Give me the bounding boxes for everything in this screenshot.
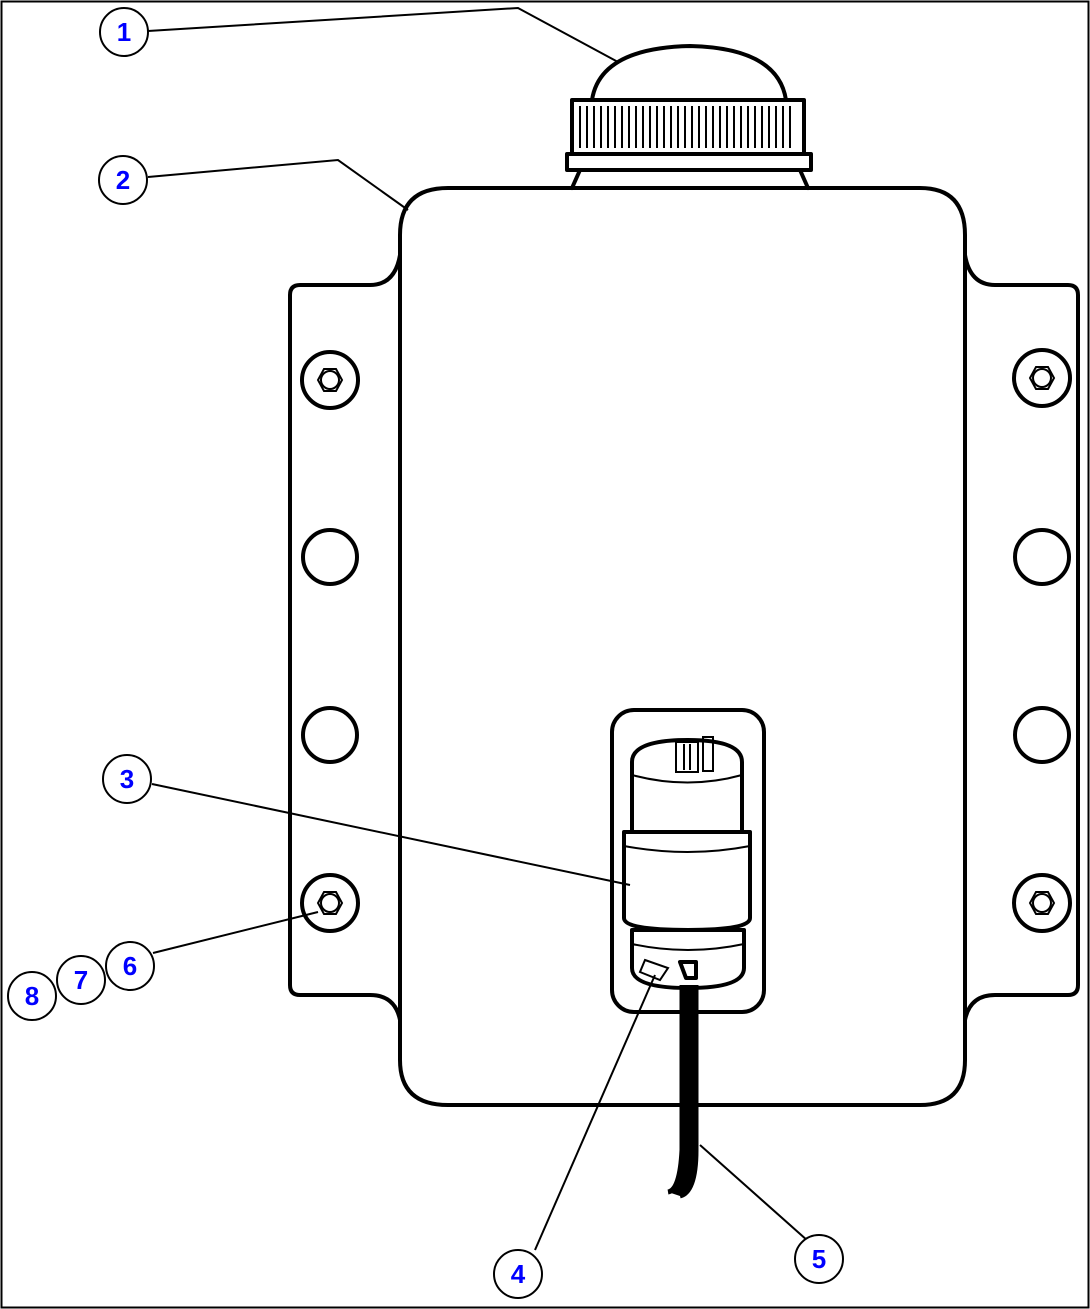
callout-3-label: 3: [120, 764, 134, 794]
bolt-right-top: [1012, 348, 1072, 408]
leader-4: [534, 974, 656, 1251]
callout-1: 1: [99, 7, 149, 57]
callout-7-label: 7: [74, 965, 88, 995]
callout-2: 2: [98, 155, 148, 205]
callout-5-label: 5: [812, 1244, 826, 1274]
hose-fitting: [678, 960, 698, 980]
reservoir-tank: [398, 186, 967, 1107]
washer-pump: [622, 736, 752, 990]
callout-4: 4: [493, 1249, 543, 1299]
mounting-flange: [288, 253, 402, 1022]
bolt-left-top: [300, 350, 360, 410]
mounting-flange-right: [963, 253, 1080, 1022]
callout-6: 6: [105, 941, 155, 991]
pump-clip: [638, 958, 670, 982]
leader-5: [699, 1144, 809, 1242]
callout-6-label: 6: [123, 951, 137, 981]
supply-hose-fill: [668, 985, 696, 1196]
leader-1: [147, 6, 619, 63]
callout-7: 7: [56, 955, 106, 1005]
callout-8-label: 8: [25, 981, 39, 1011]
callout-2-label: 2: [116, 165, 130, 195]
cap-ridges: [579, 106, 791, 148]
callout-3: 3: [102, 754, 152, 804]
mount-hole-right-2: [1013, 706, 1071, 764]
cap-dome: [590, 44, 788, 102]
mount-hole-left-2: [301, 706, 359, 764]
leader-6: [152, 911, 319, 954]
mount-hole-right-1: [1013, 528, 1071, 586]
mount-hole-left-1: [301, 528, 359, 586]
callout-1-label: 1: [117, 17, 131, 47]
bolt-right-bottom: [1012, 873, 1072, 933]
filler-neck: [570, 168, 810, 190]
cap-base-ring: [565, 152, 813, 172]
callout-4-label: 4: [511, 1259, 526, 1289]
bolt-left-bottom: [300, 873, 360, 933]
leader-2: [147, 158, 409, 211]
leader-3: [151, 783, 631, 886]
callout-8: 8: [7, 971, 57, 1021]
callout-5: 5: [794, 1234, 844, 1284]
